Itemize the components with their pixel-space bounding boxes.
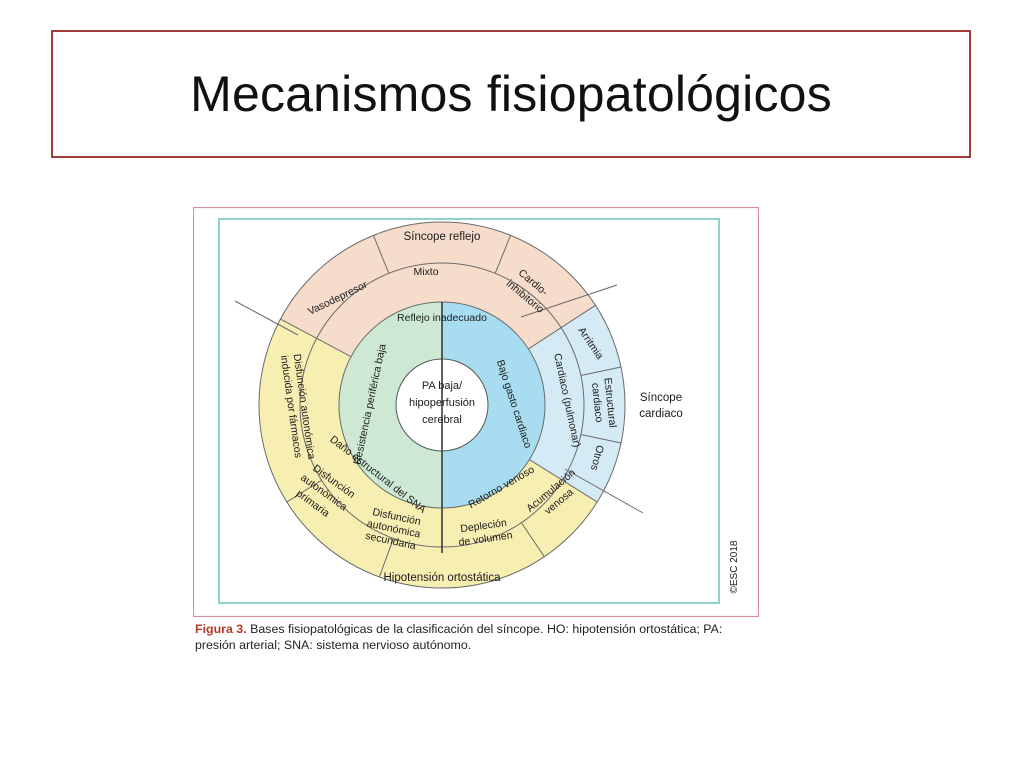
ring-divider — [520, 522, 545, 557]
ring-divider — [528, 304, 596, 350]
reflex-sector — [280, 221, 596, 357]
separator-line-upper-left — [234, 300, 299, 336]
separator-line-lower-right — [564, 468, 644, 514]
middle-ring-left — [339, 302, 442, 508]
syncope-diagram: Síncope reflejo Síncope cardiaco Hipoten… — [193, 207, 759, 617]
ring-divider — [280, 318, 352, 358]
ring-divider — [580, 434, 622, 444]
syncope-figure: Síncope reflejo Síncope cardiaco Hipoten… — [193, 207, 759, 617]
ring-divider — [372, 235, 390, 274]
label-mixed: Mixto — [413, 266, 438, 278]
caption-text: Bases fisiopatológicas de la clasificaci… — [195, 622, 723, 652]
label-reflex-syncope: Síncope reflejo — [404, 231, 481, 243]
ring-divider — [286, 479, 322, 503]
figure-caption: Figura 3. Bases fisiopatológicas de la c… — [195, 621, 765, 653]
label-structural-2: cardiaco — [589, 382, 605, 423]
title-box: Mecanismos fisiopatológicos — [51, 30, 971, 158]
separator-line-upper-right — [520, 284, 618, 318]
slide-title: Mecanismos fisiopatológicos — [190, 66, 832, 122]
label-structural-1: Estructural — [601, 377, 618, 428]
caption-label: Figura 3. — [195, 622, 247, 636]
sector-dividers — [280, 235, 622, 578]
copyright-label: ©ESC 2018 — [729, 540, 740, 593]
label-cardiac-syncope-1: Síncope — [640, 392, 682, 404]
label-inadequate-reflex: Reflejo inadecuado — [397, 312, 487, 324]
ring-divider — [580, 366, 622, 376]
center-line-1: PA baja/ — [422, 380, 463, 392]
ring-divider — [529, 459, 598, 503]
label-cardiac-syncope-2: cardiaco — [639, 408, 682, 420]
label-orthostatic: Hipotensión ortostática — [384, 572, 502, 584]
center-line-3: cerebral — [422, 414, 462, 426]
ring-divider — [378, 538, 394, 578]
ans-sector — [259, 319, 442, 588]
middle-ring-right — [442, 302, 545, 508]
cardiac-sector — [528, 305, 626, 502]
center-line-2: hipoperfusión — [409, 397, 475, 409]
ring-divider — [494, 235, 512, 274]
